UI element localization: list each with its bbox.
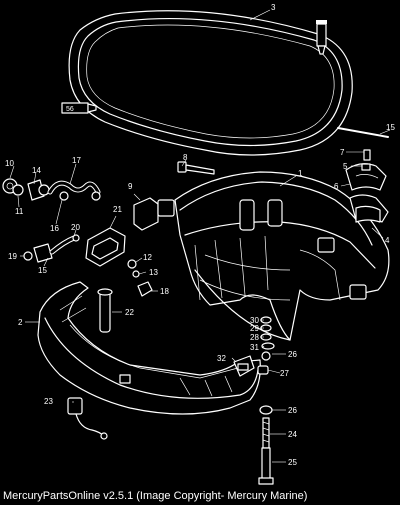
callout-26-lower: 26 [288, 406, 297, 415]
callout-10: 10 [5, 159, 14, 168]
callout-7: 7 [340, 148, 345, 157]
callout-25: 25 [288, 458, 297, 467]
callout-2: 2 [18, 318, 23, 327]
callout-23: 23 [44, 397, 53, 406]
callout-1: 1 [298, 169, 303, 178]
part-24-screw [262, 417, 270, 449]
parts-diagram: 56 [2, 3, 395, 485]
part-25-bolt [258, 447, 274, 485]
tube-label: 56 [66, 106, 74, 113]
callout-28: 28 [250, 333, 259, 342]
callout-6: 6 [334, 182, 339, 191]
part-4-pad [355, 205, 381, 223]
callout-9: 9 [128, 182, 133, 191]
part-8-bolt [177, 161, 215, 175]
part-22-pin [97, 288, 122, 333]
part-19-fitting [23, 243, 53, 263]
part-12-washer [127, 257, 143, 269]
part-14-fitting [27, 179, 50, 201]
part-20-hose [49, 234, 80, 255]
part-21-handle [85, 215, 126, 267]
callout-19: 19 [8, 252, 17, 261]
callout-4: 4 [385, 236, 390, 245]
callout-24: 24 [288, 430, 297, 439]
part-23-connector [67, 397, 108, 440]
callout-29: 29 [250, 324, 259, 333]
callout-32: 32 [217, 354, 226, 363]
part-27-spacer [257, 365, 269, 375]
callout-22: 22 [125, 308, 134, 317]
part-1-upper-cowl [174, 171, 390, 341]
part-7-screw [363, 149, 371, 161]
part-11-ring [12, 184, 24, 196]
part-17-hose [47, 180, 101, 201]
part-9-latch [133, 193, 175, 231]
callout-21: 21 [113, 205, 122, 214]
callout-27: 27 [280, 369, 289, 378]
callout-30: 30 [250, 316, 259, 325]
callout-15-left: 15 [38, 266, 47, 275]
part-31-clip [261, 342, 275, 350]
callout-15-right: 15 [386, 123, 395, 132]
part-26-grommet-upper [261, 351, 271, 361]
callout-26-upper: 26 [288, 350, 297, 359]
callouts: 1 2 3 4 5 6 7 8 9 10 11 12 13 14 15 15 1… [5, 3, 395, 467]
part-18-clip [137, 281, 158, 297]
part-13-nut [132, 270, 147, 278]
sealant-tube-top [316, 20, 327, 55]
part-3-seal [68, 9, 353, 156]
image-caption: MercuryPartsOnline v2.5.1 (Image Copyrig… [3, 490, 308, 502]
part-32-latch [233, 355, 255, 377]
callout-20: 20 [71, 223, 80, 232]
callout-5: 5 [343, 162, 348, 171]
callout-16: 16 [50, 224, 59, 233]
callout-3: 3 [271, 3, 276, 12]
callout-13: 13 [149, 268, 158, 277]
leader-lines [9, 129, 391, 463]
callout-12: 12 [143, 253, 152, 262]
part-26-grommet-lower [259, 405, 273, 415]
callout-31: 31 [250, 343, 259, 352]
part-2-bottom-cowl [37, 281, 261, 415]
part-5-nut [361, 163, 371, 171]
part-15-rod [337, 127, 389, 138]
callout-11: 11 [15, 207, 24, 216]
sealant-tube-56: 56 [61, 102, 97, 114]
callout-8: 8 [183, 153, 188, 162]
callout-17: 17 [72, 156, 81, 165]
callout-14: 14 [32, 166, 41, 175]
callout-18: 18 [160, 287, 169, 296]
